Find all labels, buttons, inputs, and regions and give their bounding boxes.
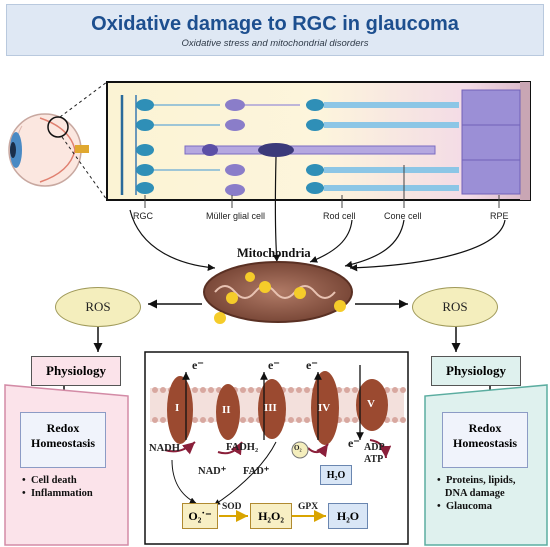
electron-label-2: e⁻ bbox=[268, 358, 280, 372]
complex-v-label: V bbox=[367, 398, 375, 410]
o2-small-label: O₂ bbox=[294, 444, 302, 452]
left-redox-box: Redox Homeostasis bbox=[20, 412, 106, 468]
complex-iii-label: III bbox=[264, 402, 277, 414]
left-redox-line1: Redox bbox=[46, 421, 80, 435]
nadh-label: NADH bbox=[149, 443, 180, 454]
label-rod-cell: Rod cell bbox=[323, 211, 356, 221]
electron-label-4: e⁻ bbox=[348, 436, 360, 450]
h2o2-box: H₂O₂ bbox=[250, 503, 292, 529]
adp-label: ADP bbox=[364, 442, 385, 453]
left-physiology-box: Physiology bbox=[31, 356, 121, 386]
left-bullet-list: • Cell death • Inflammation bbox=[22, 474, 93, 500]
right-ros-oval: ROS bbox=[412, 287, 498, 327]
right-bullet-item: • Proteins, lipids, bbox=[437, 475, 516, 486]
complex-iv-label: IV bbox=[318, 402, 331, 414]
page-title: Oxidative damage to RGC in glaucoma bbox=[91, 13, 459, 35]
fadh2-label: FADH₂ bbox=[226, 442, 259, 453]
right-physiology-label: Physiology bbox=[446, 363, 506, 378]
left-bullet-item: • Cell death bbox=[22, 475, 77, 486]
complex-ii bbox=[216, 384, 240, 440]
header-box: Oxidative damage to RGC in glaucoma Oxid… bbox=[6, 4, 544, 56]
retina-panel bbox=[106, 81, 531, 208]
h2o-top-label: H₂O bbox=[326, 469, 346, 481]
eye-icon bbox=[8, 113, 89, 187]
h2o-top-box: H₂O bbox=[320, 465, 352, 485]
left-physiology-label: Physiology bbox=[46, 363, 106, 378]
complex-iii bbox=[258, 379, 286, 439]
right-physiology-box: Physiology bbox=[431, 356, 521, 386]
right-redox-box: Redox Homeostasis bbox=[442, 412, 528, 468]
complex-v bbox=[356, 379, 388, 431]
right-bullet-item: DNA damage bbox=[444, 488, 505, 499]
left-ros-label: ROS bbox=[85, 299, 111, 314]
left-bullet-item: • Inflammation bbox=[22, 488, 93, 499]
electron-label-3: e⁻ bbox=[306, 358, 318, 372]
mitochondria-label: Mitochondria bbox=[237, 246, 311, 260]
right-redox-line2: Homeostasis bbox=[453, 436, 517, 450]
electron-label-1: e⁻ bbox=[192, 358, 204, 372]
superoxide-label: O₂˙⁻ bbox=[188, 508, 212, 523]
left-ros-oval: ROS bbox=[55, 287, 141, 327]
h2o-bottom-box: H₂O bbox=[328, 503, 368, 529]
label-rpe: RPE bbox=[490, 211, 509, 221]
label-muller-glial-cell: Müller glial cell bbox=[206, 211, 266, 221]
h2o-bottom-label: H₂O bbox=[336, 508, 360, 523]
fad-label: FAD⁺ bbox=[243, 466, 270, 477]
right-ros-label: ROS bbox=[442, 299, 468, 314]
right-bullet-item: • Glaucoma bbox=[437, 501, 493, 512]
label-rgc: RGC bbox=[133, 211, 153, 221]
mitochondrion-icon bbox=[203, 261, 353, 324]
right-bullet-list: • Proteins, lipids, DNA damage • Glaucom… bbox=[437, 474, 515, 513]
complex-i bbox=[167, 376, 193, 444]
right-redox-line1: Redox bbox=[468, 421, 502, 435]
complex-i-label: I bbox=[175, 402, 180, 414]
atp-label: ATP bbox=[364, 454, 384, 465]
complex-ii-label: II bbox=[222, 404, 231, 416]
nad-label: NAD⁺ bbox=[198, 466, 227, 477]
sod-label: SOD bbox=[222, 502, 242, 512]
gpx-label: GPX bbox=[298, 502, 319, 512]
page-subtitle: Oxidative stress and mitochondrial disor… bbox=[181, 38, 369, 49]
superoxide-box: O₂˙⁻ bbox=[182, 503, 218, 529]
left-redox-line2: Homeostasis bbox=[31, 436, 95, 450]
h2o2-label: H₂O₂ bbox=[258, 508, 284, 523]
label-cone-cell: Cone cell bbox=[384, 211, 422, 221]
retina-cell-rows bbox=[136, 99, 459, 196]
